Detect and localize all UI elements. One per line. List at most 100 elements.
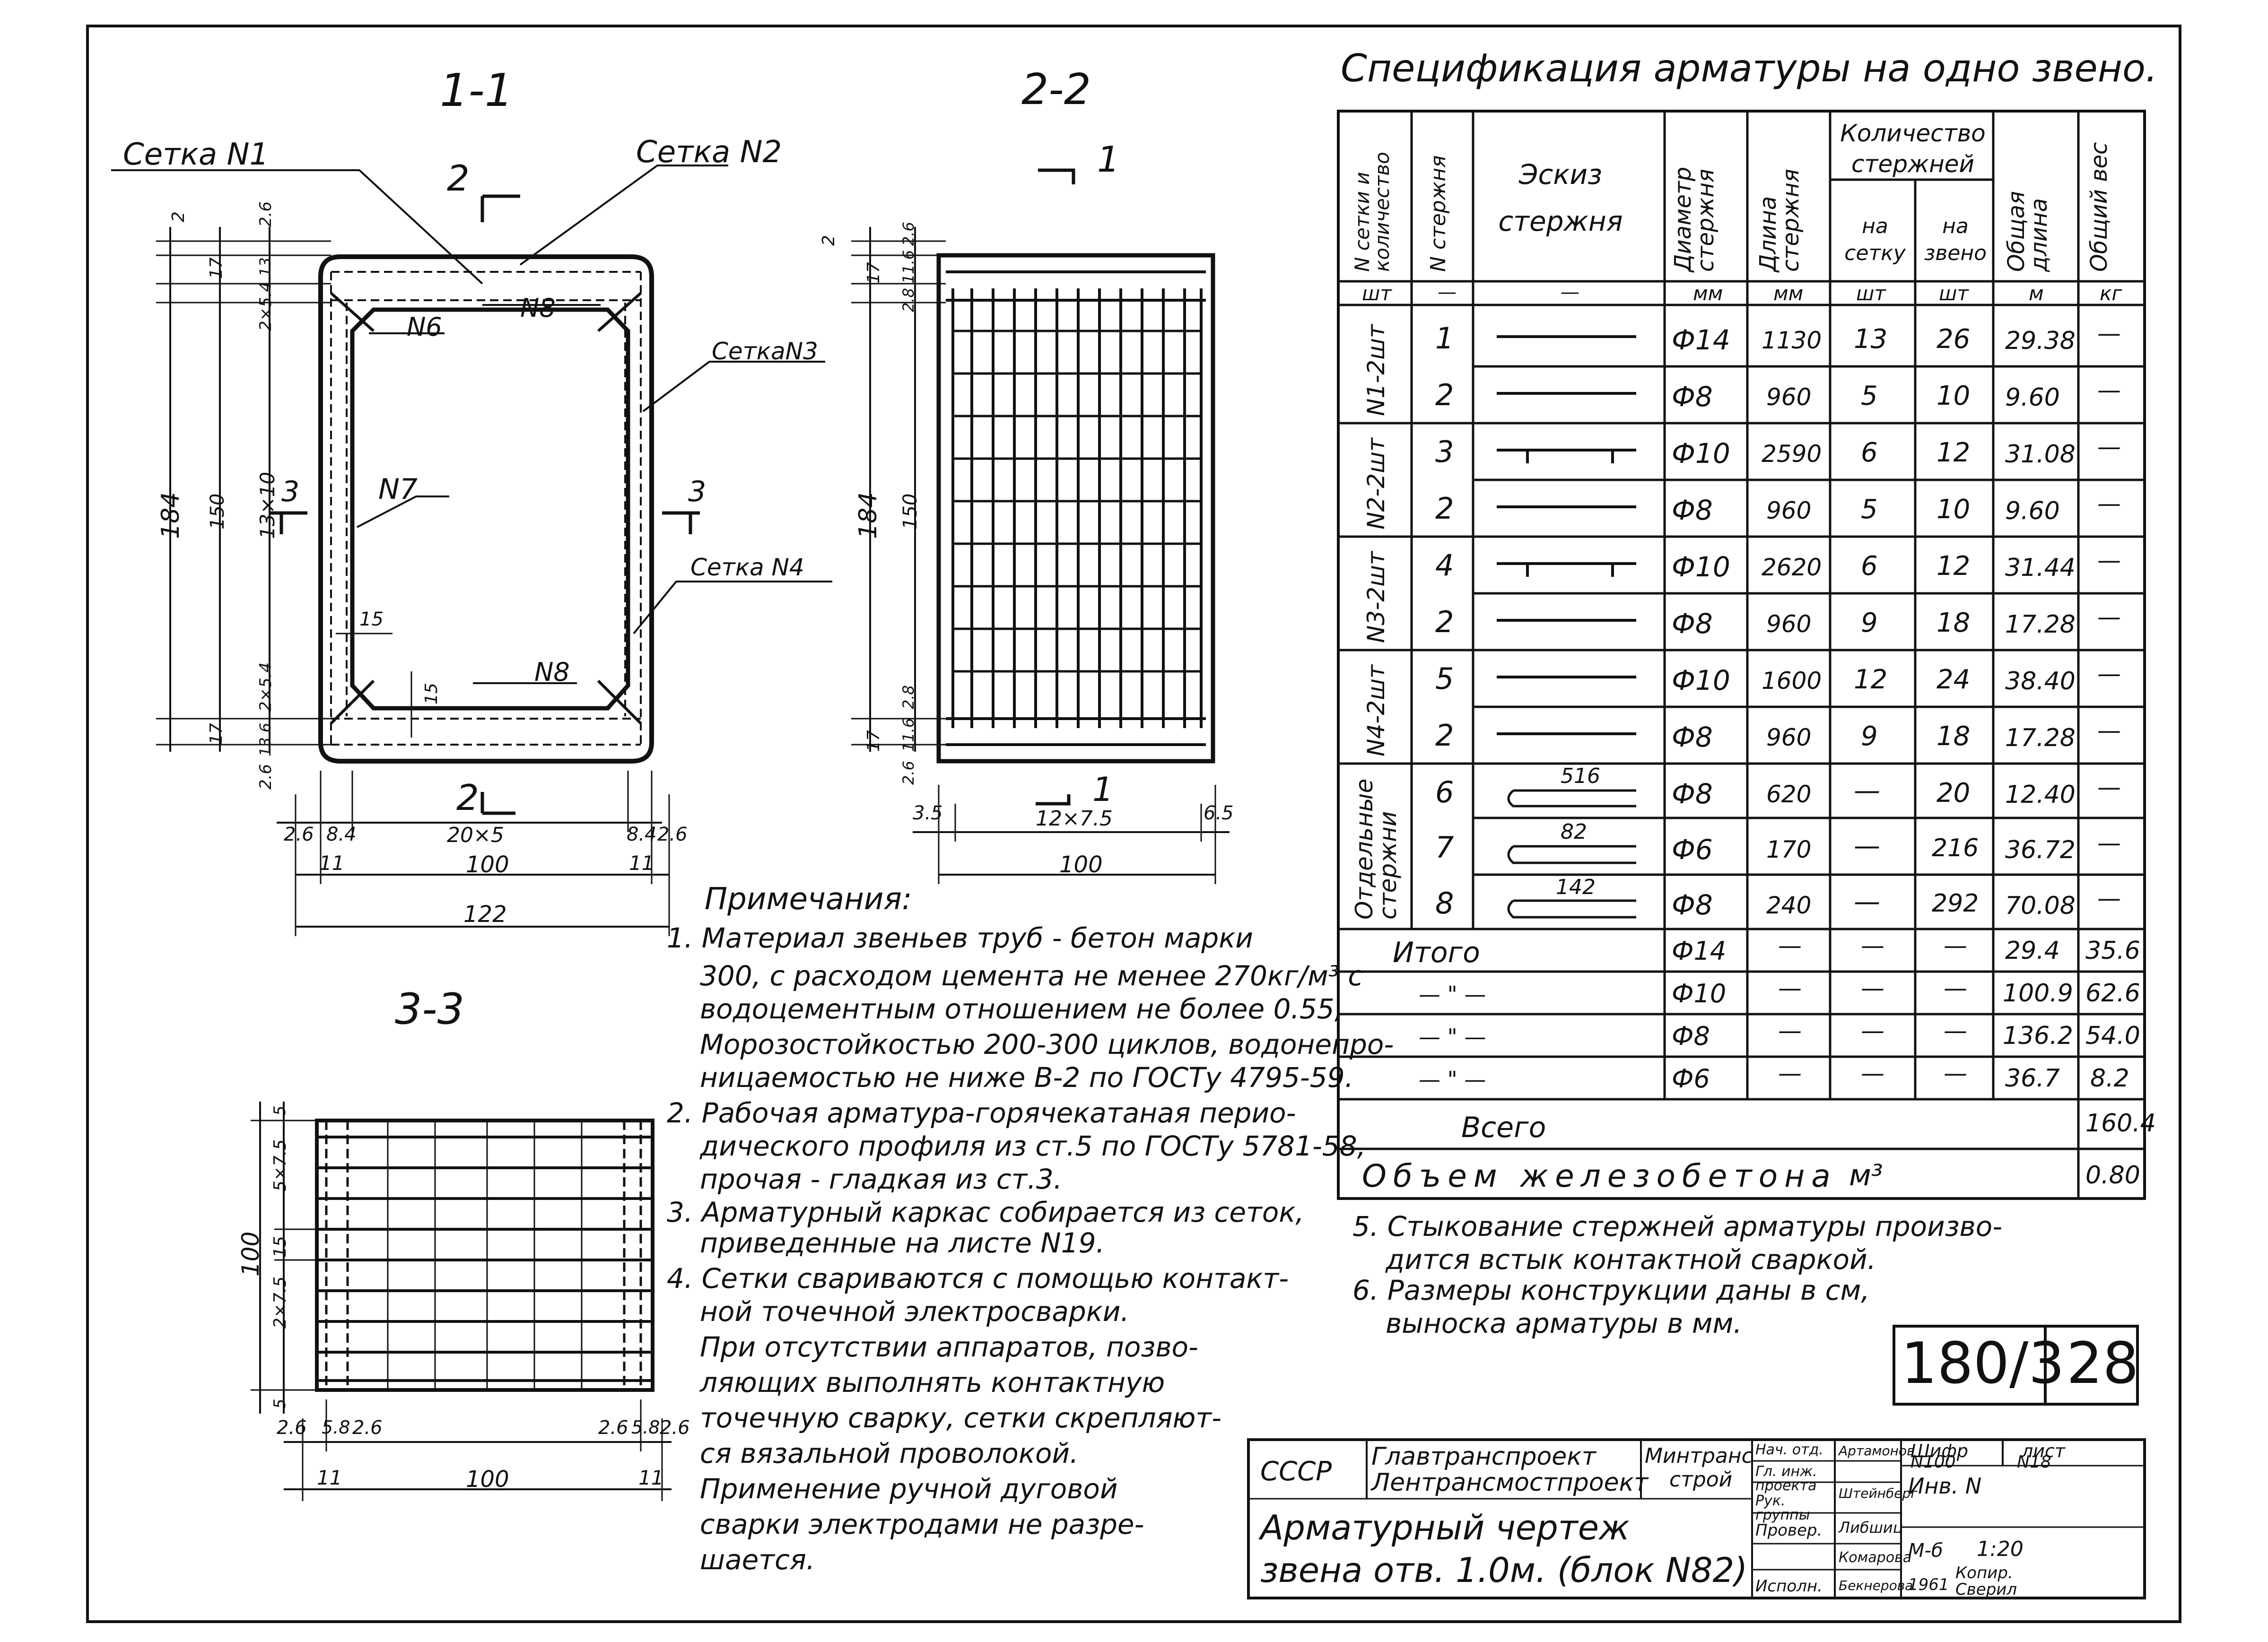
spec-bar: 7 xyxy=(1435,830,1454,865)
stamp-num: 3 xyxy=(2028,1331,2065,1397)
callout-bar-n8-top: N8 xyxy=(520,293,556,323)
dim-label: 2 xyxy=(169,211,188,222)
total-a: — xyxy=(1778,1017,1802,1044)
total-diam: Ф6 xyxy=(1672,1064,1710,1094)
section-3-3-drawing xyxy=(251,1102,672,1501)
note-line: 5. Стыкование стержней арматуры произво- xyxy=(1352,1210,2003,1242)
note-line: ницаемостью не ниже В-2 по ГОСТу 4795-59… xyxy=(700,1061,1354,1094)
dim-label: 100 xyxy=(1059,851,1103,878)
spec-qty-link: 20 xyxy=(1937,778,1971,808)
spec-total: 29.38 xyxy=(2005,327,2076,355)
dim-label: 150 xyxy=(207,493,228,530)
note-line: выноска арматуры в мм. xyxy=(1386,1307,1742,1339)
dim-label: 2×7.5 xyxy=(270,1276,290,1329)
section-2-2-drawing xyxy=(851,168,1230,884)
spec-ditto: — " — xyxy=(1419,1067,1486,1092)
total-weight: 8.2 xyxy=(2090,1064,2129,1093)
callout-bar-n7: N7 xyxy=(378,473,418,506)
dim-label: 100 xyxy=(466,1466,509,1493)
dim-label: 2 xyxy=(819,235,838,246)
total-weight: 54.0 xyxy=(2085,1022,2140,1050)
spec-header-qty-link: на звено xyxy=(1924,214,1987,266)
stamp-code: 180/3 xyxy=(1901,1331,2065,1397)
dim-label: 184 xyxy=(854,492,882,539)
dim-label: 15 xyxy=(359,608,384,630)
spec-qty-link: 12 xyxy=(1937,551,1971,582)
spec-unit: — xyxy=(1561,281,1579,303)
spec-total: 31.44 xyxy=(2005,554,2076,582)
total-len: 136.2 xyxy=(2003,1022,2073,1050)
note-line: При отсутствии аппаратов, позво- xyxy=(700,1331,1198,1363)
tb-inv: Инв. N xyxy=(1908,1473,1982,1499)
dim-label: 13×10 xyxy=(256,471,279,539)
total-c: — xyxy=(1944,974,1967,1002)
spec-group-label: N4-2шт xyxy=(1362,665,1390,756)
dim-label: 20×5 xyxy=(447,823,504,847)
total-b: — xyxy=(1861,1060,1884,1087)
note-line: 6. Размеры конструкции даны в см, xyxy=(1352,1274,1870,1306)
spec-total: 70.08 xyxy=(2005,892,2076,920)
spec-len: 170 xyxy=(1766,836,1812,863)
note-line: 1. Материал звеньев труб - бетон марки xyxy=(667,922,1253,954)
dim-label: 2.6 xyxy=(352,1417,383,1439)
callout-bar-n8-bottom: N8 xyxy=(534,657,570,687)
spec-group-label: N2-2шт xyxy=(1362,438,1390,530)
spec-header-weight: Общий вес xyxy=(2086,142,2112,272)
dim-label: 17 xyxy=(207,257,226,279)
dim-label: 2.8 xyxy=(899,288,917,312)
dim-label: 17 xyxy=(207,723,226,745)
spec-len: 960 xyxy=(1766,497,1812,524)
dim-label: 2×5.4 xyxy=(256,281,275,331)
spec-qty-mesh: 6 xyxy=(1861,551,1878,582)
spec-len: 960 xyxy=(1766,610,1812,638)
cut-mark-2-bottom: 2 xyxy=(456,777,479,818)
total-len: 29.4 xyxy=(2005,937,2060,965)
total-b: — xyxy=(1861,1017,1884,1044)
spec-total: 9.60 xyxy=(2005,497,2060,525)
dim-label: 5.8 xyxy=(631,1417,660,1438)
dim-label: 17 xyxy=(864,262,883,284)
spec-qty-mesh: 9 xyxy=(1861,721,1878,752)
dim-label: 5 xyxy=(270,1105,289,1116)
spec-qty-mesh: 9 xyxy=(1861,608,1878,638)
tb-title-1: Арматурный чертеж xyxy=(1260,1508,1630,1547)
dim-label: 11 xyxy=(317,1466,342,1489)
spec-diam: Ф10 xyxy=(1672,437,1730,469)
total-a: — xyxy=(1778,1060,1802,1087)
note-line: 300, с расходом цемента не менее 270кг/м… xyxy=(700,960,1363,992)
spec-diam: Ф8 xyxy=(1672,889,1713,921)
spec-total: 31.08 xyxy=(2005,440,2076,469)
spec-bar: 2 xyxy=(1435,378,1454,412)
dim-label: 11.6 xyxy=(899,250,917,284)
spec-bar: 6 xyxy=(1435,775,1454,809)
spec-diam: Ф10 xyxy=(1672,551,1730,583)
note-line: 2. Рабочая арматура-горячекатаная перио- xyxy=(667,1097,1296,1129)
dim-label: 8.4 xyxy=(326,824,357,845)
spec-len: 960 xyxy=(1766,724,1812,751)
cut-mark-3-left: 3 xyxy=(281,475,300,508)
dim-label: 2.6 xyxy=(256,201,275,227)
dim-label: 11.6 xyxy=(899,718,917,752)
spec-diam: Ф8 xyxy=(1672,778,1713,810)
tb-name: Штейнберг xyxy=(1839,1486,1918,1501)
spec-unit: шт xyxy=(1362,282,1392,305)
tb-org1: Главтранспроект xyxy=(1371,1442,1596,1471)
note-line: ся вязальной проволокой. xyxy=(700,1437,1079,1469)
tb-list-label: лист xyxy=(2022,1441,2066,1461)
spec-header-qty: Количество стержней xyxy=(1840,120,1986,178)
spec-unit: шт xyxy=(1939,282,1969,305)
callout-mesh-1: Сетка N1 xyxy=(123,137,269,172)
spec-unit: м xyxy=(2029,282,2044,305)
total-a: — xyxy=(1778,974,1802,1002)
spec-qty-link: 216 xyxy=(1932,834,1979,862)
dim-label: 2.8 xyxy=(899,685,917,709)
spec-volume-value: 0.80 xyxy=(2085,1161,2140,1190)
note-line: приведенные на листе N19. xyxy=(700,1227,1105,1259)
dim-label: 17 xyxy=(864,730,883,752)
spec-qty-link: 292 xyxy=(1932,889,1979,918)
title-block-grid xyxy=(1247,1438,2146,1599)
spec-unit: мм xyxy=(1693,282,1723,305)
spec-header-bar: N стержня xyxy=(1426,155,1450,272)
spec-weight: — xyxy=(2097,885,2121,912)
spec-total: 17.28 xyxy=(2005,610,2076,639)
